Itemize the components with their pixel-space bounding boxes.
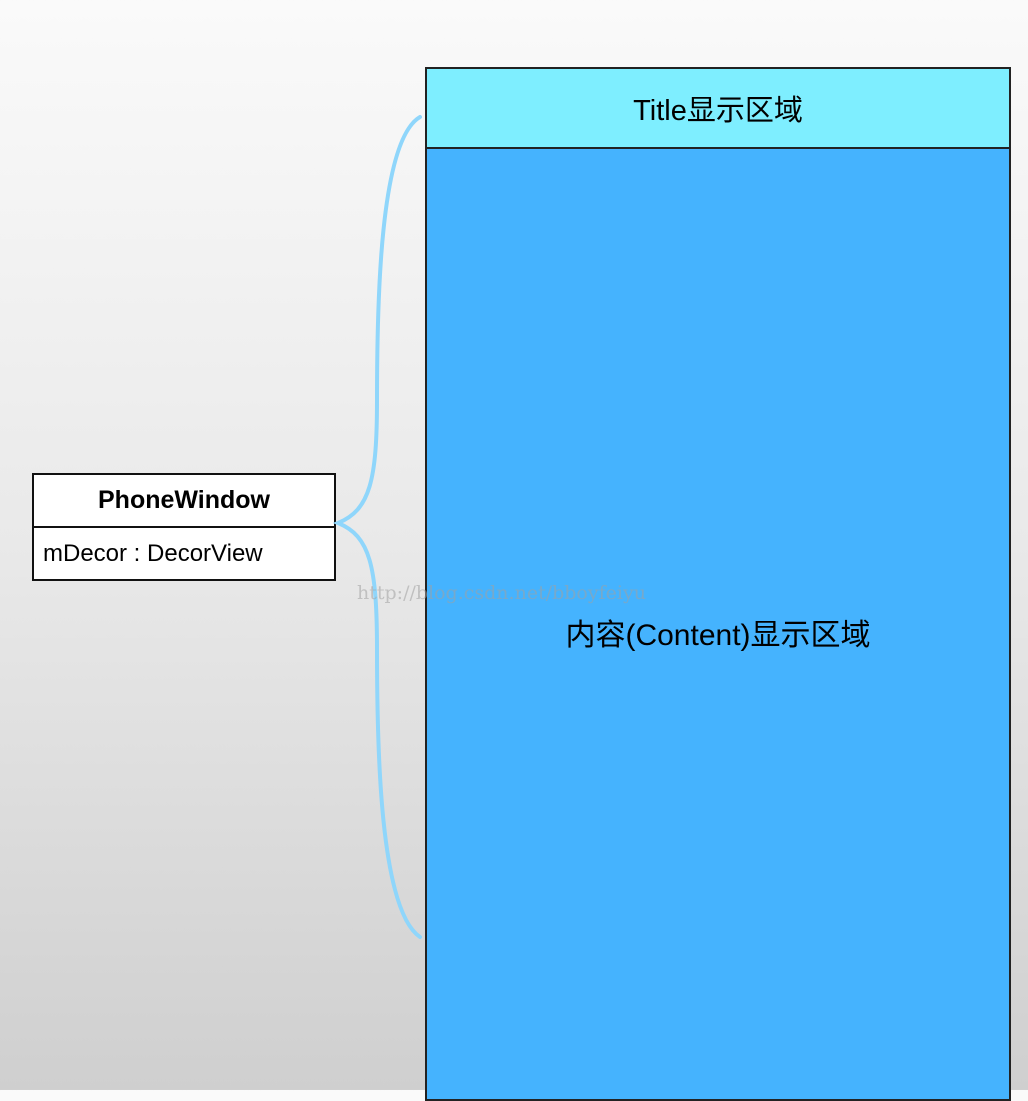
content-area-label: 内容(Content)显示区域: [565, 619, 871, 652]
phonewindow-attribute: mDecor : DecorView: [43, 539, 263, 567]
decor-view-window: Title显示区域 内容(Content)显示区域: [425, 67, 1011, 1101]
title-area-label: Title显示区域: [633, 95, 803, 127]
phonewindow-class-box: PhoneWindow mDecor : DecorView: [32, 473, 336, 581]
title-area: Title显示区域: [427, 69, 1009, 149]
watermark-text: http://blog.csdn.net/bboyfeiyu: [357, 582, 646, 604]
phonewindow-class-name: PhoneWindow: [34, 475, 334, 528]
